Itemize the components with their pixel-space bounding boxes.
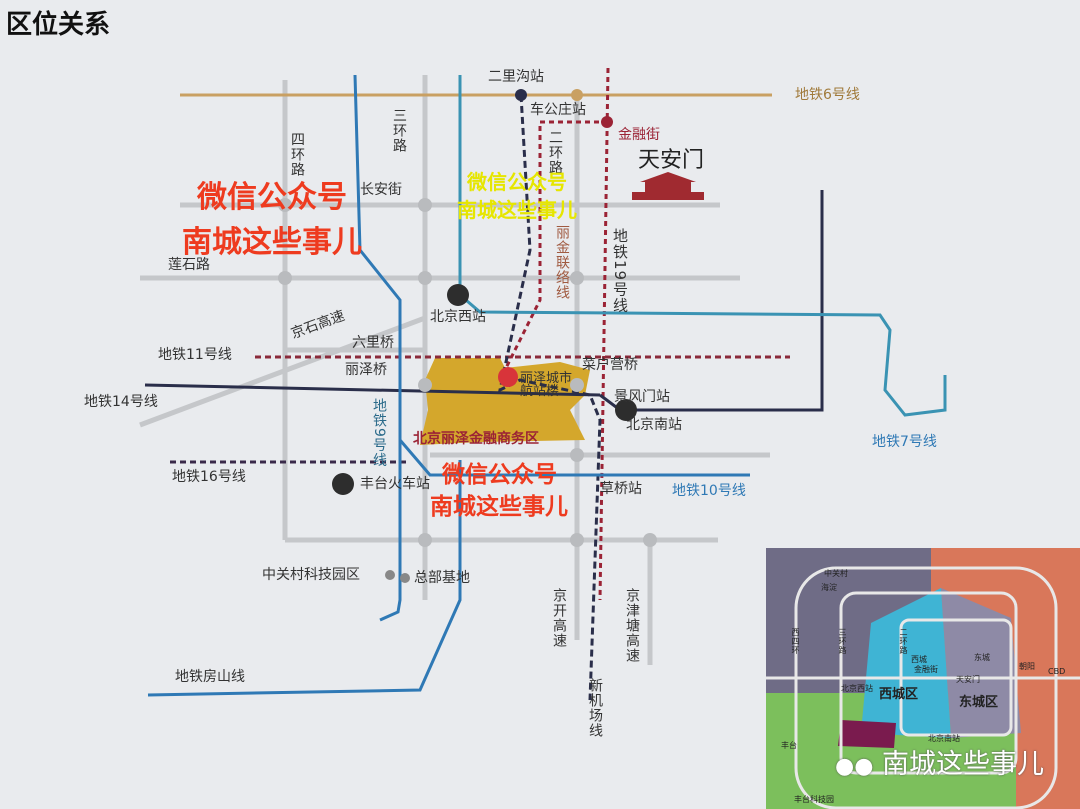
metro6-label: 地铁6号线 bbox=[795, 87, 860, 103]
metro11-label: 地铁11号线 bbox=[158, 347, 232, 363]
metro16-label: 地铁16号线 bbox=[172, 469, 246, 485]
fengtai-rail-icon bbox=[332, 473, 354, 495]
jinrongjie-label: 金融街 bbox=[618, 127, 660, 143]
ring2-label: 二环路 bbox=[547, 130, 563, 175]
watermark-1-line2: 南城这些事儿 bbox=[182, 225, 362, 260]
metro7-line bbox=[458, 75, 947, 417]
fengtai-station-label: 丰台火车站 bbox=[360, 476, 430, 492]
inset-label: 朝阳 bbox=[1019, 662, 1035, 671]
changan-label: 长安街 bbox=[360, 182, 402, 198]
airport-terminal-icon bbox=[498, 367, 518, 387]
beijing-south-rail-icon bbox=[615, 399, 637, 421]
tiananmen-icon bbox=[632, 172, 704, 200]
beijing-south-label: 北京南站 bbox=[626, 417, 682, 433]
metro10-label: 地铁10号线 bbox=[672, 483, 746, 499]
beijing-west-rail-icon bbox=[447, 284, 469, 306]
inset-label: 西城区 bbox=[879, 687, 919, 702]
metro14-east bbox=[599, 190, 824, 412]
metro9-line bbox=[353, 74, 402, 622]
chegongzhuang-station-dot bbox=[571, 89, 583, 101]
watermark-2-line1: 微信公众号 bbox=[467, 170, 567, 194]
inset-label: 北京南站 bbox=[928, 734, 960, 743]
wechat-account-name: 南城这些事儿 bbox=[882, 749, 1044, 780]
inset-map-shapes bbox=[766, 548, 1080, 809]
ring3-label: 三环路 bbox=[391, 108, 407, 153]
xicheng-area bbox=[861, 588, 951, 738]
road-jingshi bbox=[139, 315, 426, 428]
lize-bridge-label: 丽泽桥 bbox=[345, 362, 387, 378]
metro9-label: 地铁9号线 bbox=[371, 398, 387, 468]
inset-district-map: 中关村 海淀 西城 金融街 东城 朝阳 CBD 天安门 北京西站 西城区 东城区… bbox=[766, 548, 1080, 809]
lize-cbd-label: 北京丽泽金融商务区 bbox=[413, 431, 539, 447]
inset-label: 中关村 bbox=[824, 569, 848, 578]
railway-station-icons bbox=[332, 284, 637, 495]
jingjintang-label: 京津塘高速 bbox=[624, 588, 640, 663]
inset-label: 天安门 bbox=[956, 675, 980, 684]
inset-label: 金融街 bbox=[914, 665, 938, 674]
metro14-label: 地铁14号线 bbox=[84, 394, 158, 410]
jingfengmen-label: 景风门站 bbox=[614, 389, 670, 405]
metro19-label: 地铁19号线 bbox=[611, 228, 629, 314]
inset-label: 三环路 bbox=[838, 628, 847, 655]
jinrongjie-station-dot bbox=[601, 116, 613, 128]
inset-label: 丰台 bbox=[781, 741, 797, 750]
lijin-label: 丽金联络线 bbox=[554, 225, 570, 300]
tiananmen-label: 天安门 bbox=[638, 148, 705, 173]
page-title: 区位关系 bbox=[6, 10, 111, 40]
metro10-line bbox=[398, 439, 750, 477]
interchange-nodes bbox=[278, 198, 657, 583]
lize-area bbox=[838, 720, 896, 748]
caihuying-label: 菜户营桥 bbox=[582, 357, 638, 373]
new-airport-line bbox=[497, 94, 602, 701]
watermark-2-line2: 南城这些事儿 bbox=[457, 198, 577, 222]
chegongzhuang-label: 车公庄站 bbox=[530, 102, 586, 118]
inset-label: 东城 bbox=[974, 653, 990, 662]
inset-label: 丰台科技园 bbox=[794, 795, 834, 804]
lize-district-area bbox=[420, 358, 590, 445]
inset-label: 东城区 bbox=[959, 695, 999, 710]
caoqiao-label: 草桥站 bbox=[600, 481, 642, 497]
inset-label: 二环路 bbox=[899, 628, 908, 655]
ring4-label: 四环路 bbox=[289, 132, 305, 177]
inset-label: CBD bbox=[1048, 667, 1066, 676]
inset-label: 西城 bbox=[911, 655, 927, 664]
metro14-line bbox=[144, 383, 601, 397]
metro19-branch bbox=[498, 120, 608, 381]
zhongguancun-park-label: 中关村科技园区 bbox=[262, 567, 360, 583]
fangshan-line bbox=[147, 460, 462, 697]
watermark-3-line2: 南城这些事儿 bbox=[430, 494, 568, 520]
erligou-station-dot bbox=[515, 89, 527, 101]
dongcheng-area bbox=[941, 588, 1021, 738]
lianshi-label: 莲石路 bbox=[168, 257, 210, 273]
inset-label: 北京西站 bbox=[841, 684, 873, 693]
new-airport-label: 新机场线 bbox=[587, 678, 603, 738]
wechat-watermark: ●● 南城这些事儿 bbox=[835, 742, 1044, 781]
jingkai-label: 京开高速 bbox=[551, 588, 567, 648]
metro19-line bbox=[598, 67, 610, 601]
metro7-label: 地铁7号线 bbox=[872, 434, 937, 450]
zongbu-label: 总部基地 bbox=[414, 570, 470, 586]
erligou-label: 二里沟站 bbox=[488, 69, 544, 85]
inset-label: 西四环 bbox=[791, 628, 800, 655]
wechat-icon: ●● bbox=[835, 754, 874, 779]
inset-label: 海淀 bbox=[821, 583, 837, 592]
lize-terminal-label: 丽泽城市航站楼 bbox=[520, 371, 573, 399]
watermark-1-line1: 微信公众号 bbox=[197, 180, 347, 215]
liuliqiao-label: 六里桥 bbox=[352, 335, 394, 351]
watermark-3-line1: 微信公众号 bbox=[442, 462, 557, 488]
fangshan-label: 地铁房山线 bbox=[175, 669, 245, 685]
beijing-west-label: 北京西站 bbox=[430, 309, 486, 325]
